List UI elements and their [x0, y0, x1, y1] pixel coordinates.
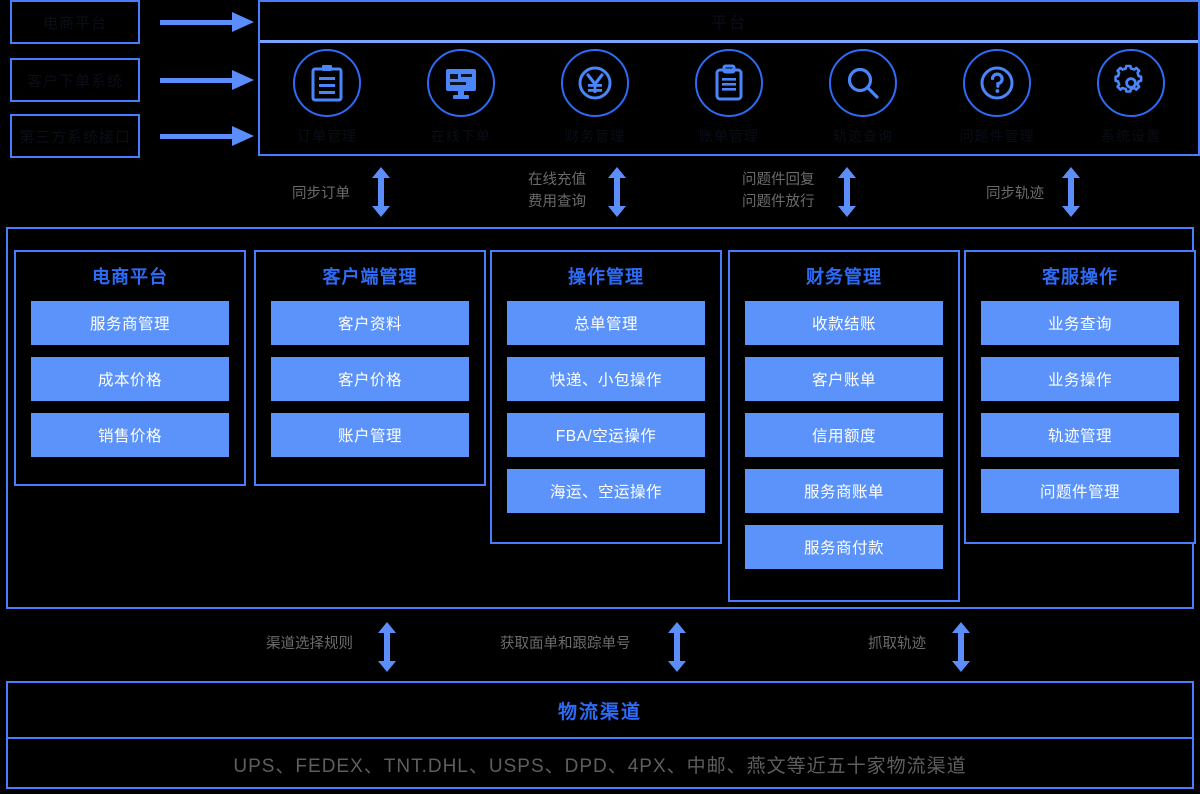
double-arrow-icon [838, 167, 856, 217]
top-icon-item-track-query[interactable]: 轨迹查询 [796, 43, 930, 156]
double-arrow-icon [952, 622, 970, 672]
flow-label-channel-rules: 渠道选择规则 [266, 633, 353, 655]
top-icon-label: 在线下单 [431, 128, 491, 144]
module-column-ecommerce-platform: 电商平台 服务商管理 成本价格 销售价格 [14, 250, 246, 486]
top-icon-label: 轨迹查询 [833, 128, 893, 144]
search-icon [829, 49, 897, 117]
source-box-ecommerce-platform[interactable]: 电商平台 [10, 0, 140, 44]
module-item[interactable]: 销售价格 [31, 413, 229, 457]
module-item[interactable]: 成本价格 [31, 357, 229, 401]
arrow-right-icon [160, 12, 255, 32]
top-icon-label: 财务管理 [565, 128, 625, 144]
module-item[interactable]: 客户账单 [745, 357, 943, 401]
top-panel-icon-row: 订单管理 在线下单 [260, 43, 1198, 156]
source-box-third-party-interface[interactable]: 第三方系统接口 [10, 114, 140, 158]
module-item[interactable]: 业务查询 [981, 301, 1179, 345]
flow-line: 同步订单 [292, 186, 350, 202]
module-item[interactable]: 服务商账单 [745, 469, 943, 513]
source-box-label: 客户下单系统 [26, 72, 123, 90]
question-mark-icon [963, 49, 1031, 117]
top-icon-label: 系统设置 [1101, 128, 1161, 144]
module-column-client-management: 客户端管理 客户资料 客户价格 账户管理 [254, 250, 486, 486]
module-item[interactable]: 快递、小包操作 [507, 357, 705, 401]
double-arrow-icon [378, 622, 396, 672]
top-icon-label: 问题件管理 [959, 128, 1035, 144]
flow-label-sync-orders: 同步订单 [292, 183, 350, 205]
module-column-title: 操作管理 [568, 267, 644, 287]
module-item[interactable]: 轨迹管理 [981, 413, 1179, 457]
module-item[interactable]: 总单管理 [507, 301, 705, 345]
module-item[interactable]: 账户管理 [271, 413, 469, 457]
gear-icon [1097, 49, 1165, 117]
module-item[interactable]: 客户价格 [271, 357, 469, 401]
module-column-title: 财务管理 [806, 267, 882, 287]
module-item[interactable]: 业务操作 [981, 357, 1179, 401]
module-column-finance-management: 财务管理 收款结账 客户账单 信用额度 服务商账单 服务商付款 [728, 250, 960, 602]
arrow-right-icon [160, 70, 255, 90]
top-platform-panel: 平台 订单管理 [258, 0, 1200, 156]
monitor-icon [427, 49, 495, 117]
yen-currency-icon [561, 49, 629, 117]
source-box-label: 电商平台 [42, 14, 107, 32]
module-column-title: 电商平台 [92, 267, 168, 287]
double-arrow-icon [668, 622, 686, 672]
arrow-right-icon [160, 126, 255, 146]
flow-line: 问题件放行 [742, 194, 815, 211]
top-icon-item-online-order[interactable]: 在线下单 [394, 43, 528, 156]
module-item[interactable]: 服务商付款 [745, 525, 943, 569]
top-icon-item-problem-parcel[interactable]: 问题件管理 [930, 43, 1064, 156]
module-column-title: 客户端管理 [322, 267, 418, 287]
module-item[interactable]: 海运、空运操作 [507, 469, 705, 513]
top-icon-label: 账单管理 [699, 128, 759, 144]
flow-line: 在线充值 [528, 172, 586, 188]
double-arrow-icon [608, 167, 626, 217]
flow-line: 抓取轨迹 [868, 636, 926, 652]
logistics-channel-list: UPS、FEDEX、TNT.DHL、USPS、DPD、4PX、中邮、燕文等近五十… [233, 755, 967, 777]
flow-label-problem-parcel: 问题件回复 问题件放行 [742, 169, 815, 214]
top-icon-item-order-management[interactable]: 订单管理 [260, 43, 394, 156]
module-item[interactable]: 信用额度 [745, 413, 943, 457]
flow-label-fetch-tracking: 抓取轨迹 [868, 633, 926, 655]
top-icon-item-bill-management[interactable]: 账单管理 [662, 43, 796, 156]
top-icon-item-finance[interactable]: 财务管理 [528, 43, 662, 156]
double-arrow-icon [372, 167, 390, 217]
source-box-label: 第三方系统接口 [18, 128, 131, 146]
module-item[interactable]: 服务商管理 [31, 301, 229, 345]
clipboard-outline-icon [695, 49, 763, 117]
main-system-panel: 电商平台 服务商管理 成本价格 销售价格 客户端管理 客户资料 客户价格 账户管… [6, 227, 1196, 609]
module-item[interactable]: 客户资料 [271, 301, 469, 345]
logistics-channel-panel: 物流渠道 UPS、FEDEX、TNT.DHL、USPS、DPD、4PX、中邮、燕… [6, 681, 1194, 789]
flow-line: 渠道选择规则 [266, 636, 353, 652]
module-column-customer-service: 客服操作 业务查询 业务操作 轨迹管理 问题件管理 [964, 250, 1196, 544]
logistics-channel-title: 物流渠道 [8, 683, 1192, 739]
top-icon-label: 订单管理 [297, 128, 357, 144]
module-column-operation-management: 操作管理 总单管理 快递、小包操作 FBA/空运操作 海运、空运操作 [490, 250, 722, 544]
top-panel-title: 平台 [260, 2, 1198, 43]
flow-label-recharge-fee: 在线充值 费用查询 [528, 169, 586, 214]
flow-line: 问题件回复 [742, 172, 815, 188]
clipboard-lines-icon [293, 49, 361, 117]
flow-line: 同步轨迹 [986, 186, 1044, 202]
source-box-customer-order-system[interactable]: 客户下单系统 [10, 58, 140, 102]
module-column-title: 客服操作 [1042, 267, 1118, 287]
flow-label-waybill-tracking-number: 获取面单和跟踪单号 [500, 633, 631, 655]
double-arrow-icon [1062, 167, 1080, 217]
top-icon-item-system-settings[interactable]: 系统设置 [1064, 43, 1198, 156]
flow-line: 费用查询 [528, 194, 586, 211]
module-item[interactable]: 问题件管理 [981, 469, 1179, 513]
module-item[interactable]: FBA/空运操作 [507, 413, 705, 457]
flow-line: 获取面单和跟踪单号 [500, 636, 631, 652]
flow-label-sync-tracking: 同步轨迹 [986, 183, 1044, 205]
module-item[interactable]: 收款结账 [745, 301, 943, 345]
